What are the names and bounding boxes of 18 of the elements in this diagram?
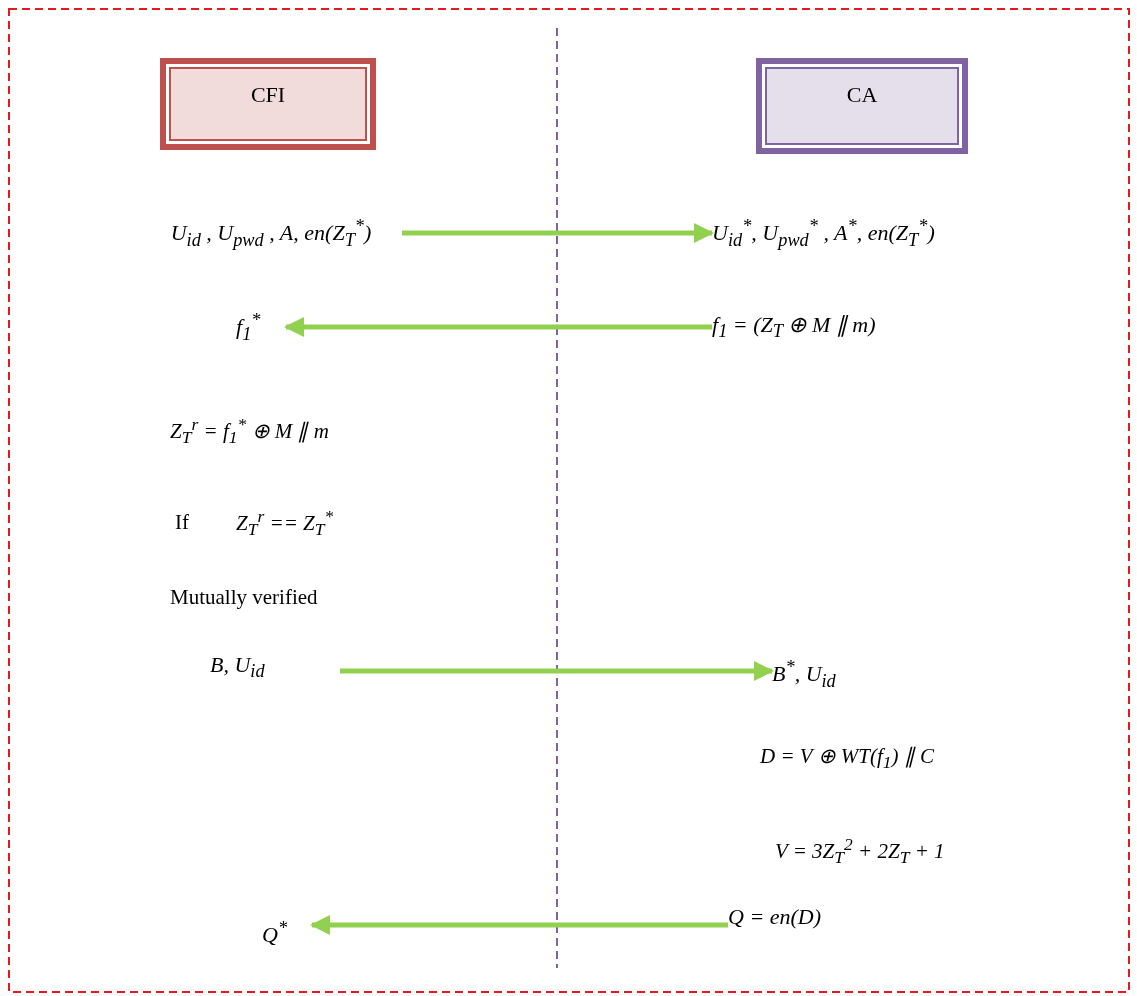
formula-text: V = 3Z$_{T}$$^{2}$ + 2Z$_{T}$ + 1 — [775, 834, 945, 869]
message-text: f$_{1}$ = (Z$_{T}$ ⊕ M ∥ m) — [712, 302, 992, 352]
formula-text: D = V ⊕ WT(f$_{1}$) ∥ C — [760, 744, 935, 774]
formula-text: Z$_{T}$$^{r}$ = f$_{1}$$^{*}$ ⊕ M ∥ m — [170, 414, 329, 449]
note-text: If — [175, 510, 189, 535]
message-text: B$^{*}$, U$_{id}$ — [772, 652, 932, 697]
message-text: U$_{id}$$^{*}$, U$_{pwd}$$^{*}$ , A$^{*}$, en(Z$_{T}$$^{*}$) — [712, 208, 992, 258]
message-text: Q = en(D) — [728, 892, 958, 942]
message-arrow — [284, 317, 712, 337]
message-arrow — [340, 661, 774, 681]
entity-box: CA — [756, 58, 968, 154]
note-text: Mutually verified — [170, 585, 318, 610]
message-text: U$_{id}$ , U$_{pwd}$ , A, en(Z$_{T}$$^{*}$) — [140, 208, 402, 258]
message-text: B, U$_{id}$ — [210, 645, 340, 690]
message-arrow — [402, 223, 714, 243]
message-arrow — [310, 915, 728, 935]
entity-box: CFI — [160, 58, 376, 150]
message-text: Q$^{*}$ — [262, 908, 312, 958]
